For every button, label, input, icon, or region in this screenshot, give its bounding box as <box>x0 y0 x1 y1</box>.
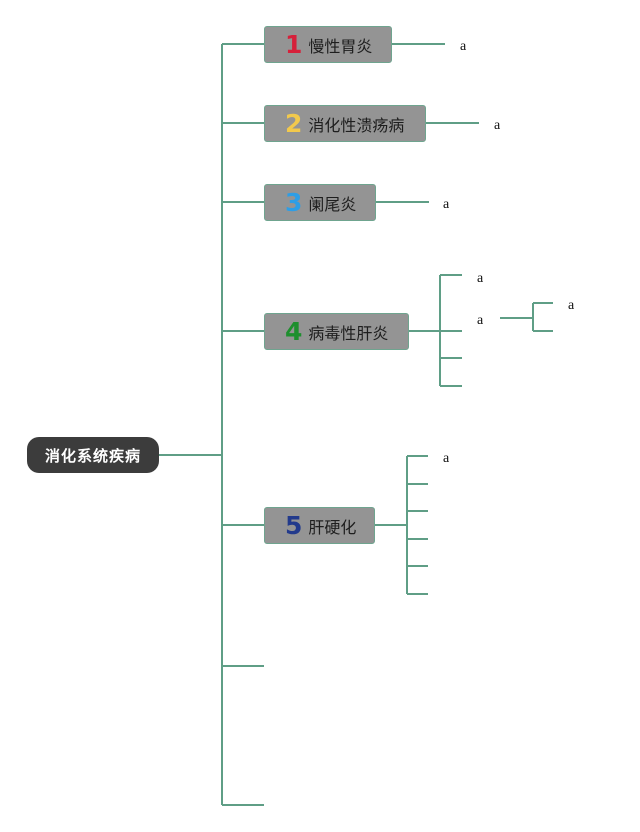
topic-1-node[interactable]: 1 慢性胃炎 <box>264 26 392 63</box>
topic-3-leaf[interactable]: a <box>443 197 450 212</box>
topic-2-label: 消化性溃疡病 <box>308 115 405 135</box>
topic-4-leaf-1[interactable]: a <box>477 271 484 286</box>
topic-5-label: 肝硬化 <box>308 517 357 537</box>
topic-2-leaf[interactable]: a <box>494 118 501 133</box>
topic-3-label: 阑尾炎 <box>308 194 357 214</box>
number-3-icon: 3 <box>285 188 303 217</box>
topic-5-leaf-1[interactable]: a <box>443 451 450 466</box>
number-5-icon: 5 <box>285 511 303 540</box>
topic-4-label: 病毒性肝炎 <box>308 323 389 343</box>
number-4-icon: 4 <box>285 317 303 346</box>
topic-4-node[interactable]: 4 病毒性肝炎 <box>264 313 409 350</box>
topic-1-label: 慢性胃炎 <box>308 36 373 56</box>
topic-3-node[interactable]: 3 阑尾炎 <box>264 184 376 221</box>
topic-2-node[interactable]: 2 消化性溃疡病 <box>264 105 426 142</box>
root-label: 消化系统疾病 <box>44 446 141 465</box>
topic-4-leaf-2[interactable]: a <box>477 313 484 328</box>
number-1-icon: 1 <box>285 30 303 59</box>
topic-1-leaf[interactable]: a <box>460 39 467 54</box>
topic-5-node[interactable]: 5 肝硬化 <box>264 507 375 544</box>
root-node[interactable]: 消化系统疾病 <box>27 437 159 473</box>
number-2-icon: 2 <box>285 109 303 138</box>
topic-4-grandchild-leaf[interactable]: a <box>568 298 575 313</box>
